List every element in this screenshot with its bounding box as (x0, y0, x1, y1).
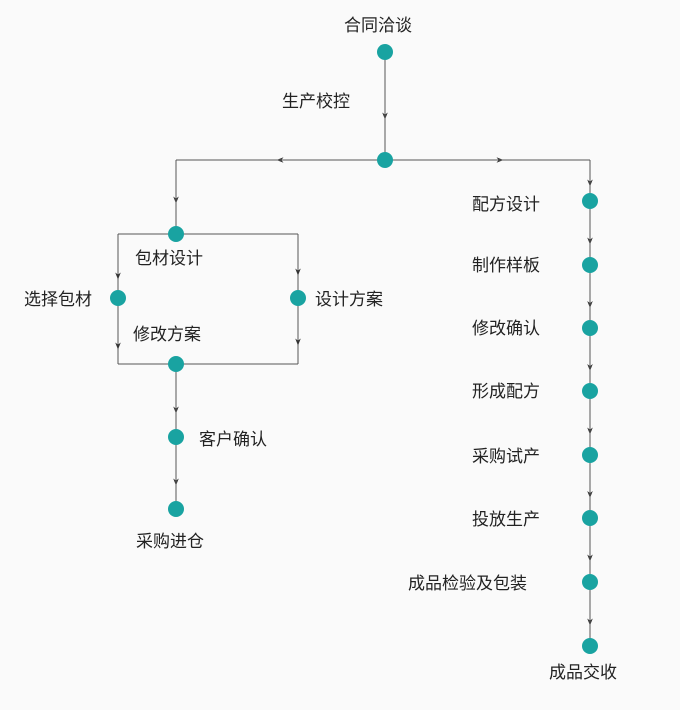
node-design-plan (290, 290, 306, 306)
label-revise-plan: 修改方案 (133, 325, 201, 345)
node-formula-design (582, 193, 598, 209)
label-mass-production: 投放生产 (472, 510, 540, 530)
node-product-delivery (582, 638, 598, 654)
node-pack-design (168, 226, 184, 242)
label-design-plan: 设计方案 (315, 290, 383, 310)
label-production-review: 生产校控 (282, 92, 350, 112)
label-product-delivery: 成品交收 (549, 663, 617, 683)
node-contract-negotiation (377, 44, 393, 60)
label-purchase-storage: 采购进仓 (136, 532, 204, 552)
node-mass-production (582, 510, 598, 526)
node-revise-confirm (582, 320, 598, 336)
node-select-material (110, 290, 126, 306)
label-make-sample: 制作样板 (472, 256, 540, 276)
node-make-sample (582, 257, 598, 273)
node-purchase-storage (168, 501, 184, 517)
node-revise-plan (168, 356, 184, 372)
node-inspection-packaging (582, 574, 598, 590)
label-select-material: 选择包材 (24, 290, 92, 310)
label-form-formula: 形成配方 (472, 382, 540, 402)
label-trial-production: 采购试产 (472, 447, 540, 467)
node-form-formula (582, 383, 598, 399)
node-customer-confirm (168, 429, 184, 445)
node-trial-production (582, 447, 598, 463)
label-pack-design: 包材设计 (135, 249, 203, 269)
label-inspection-packaging: 成品检验及包装 (408, 574, 527, 594)
label-customer-confirm: 客户确认 (199, 430, 267, 450)
label-formula-design: 配方设计 (472, 195, 540, 215)
label-revise-confirm: 修改确认 (472, 319, 540, 339)
node-split (377, 152, 393, 168)
label-contract-negotiation: 合同洽谈 (344, 16, 412, 36)
